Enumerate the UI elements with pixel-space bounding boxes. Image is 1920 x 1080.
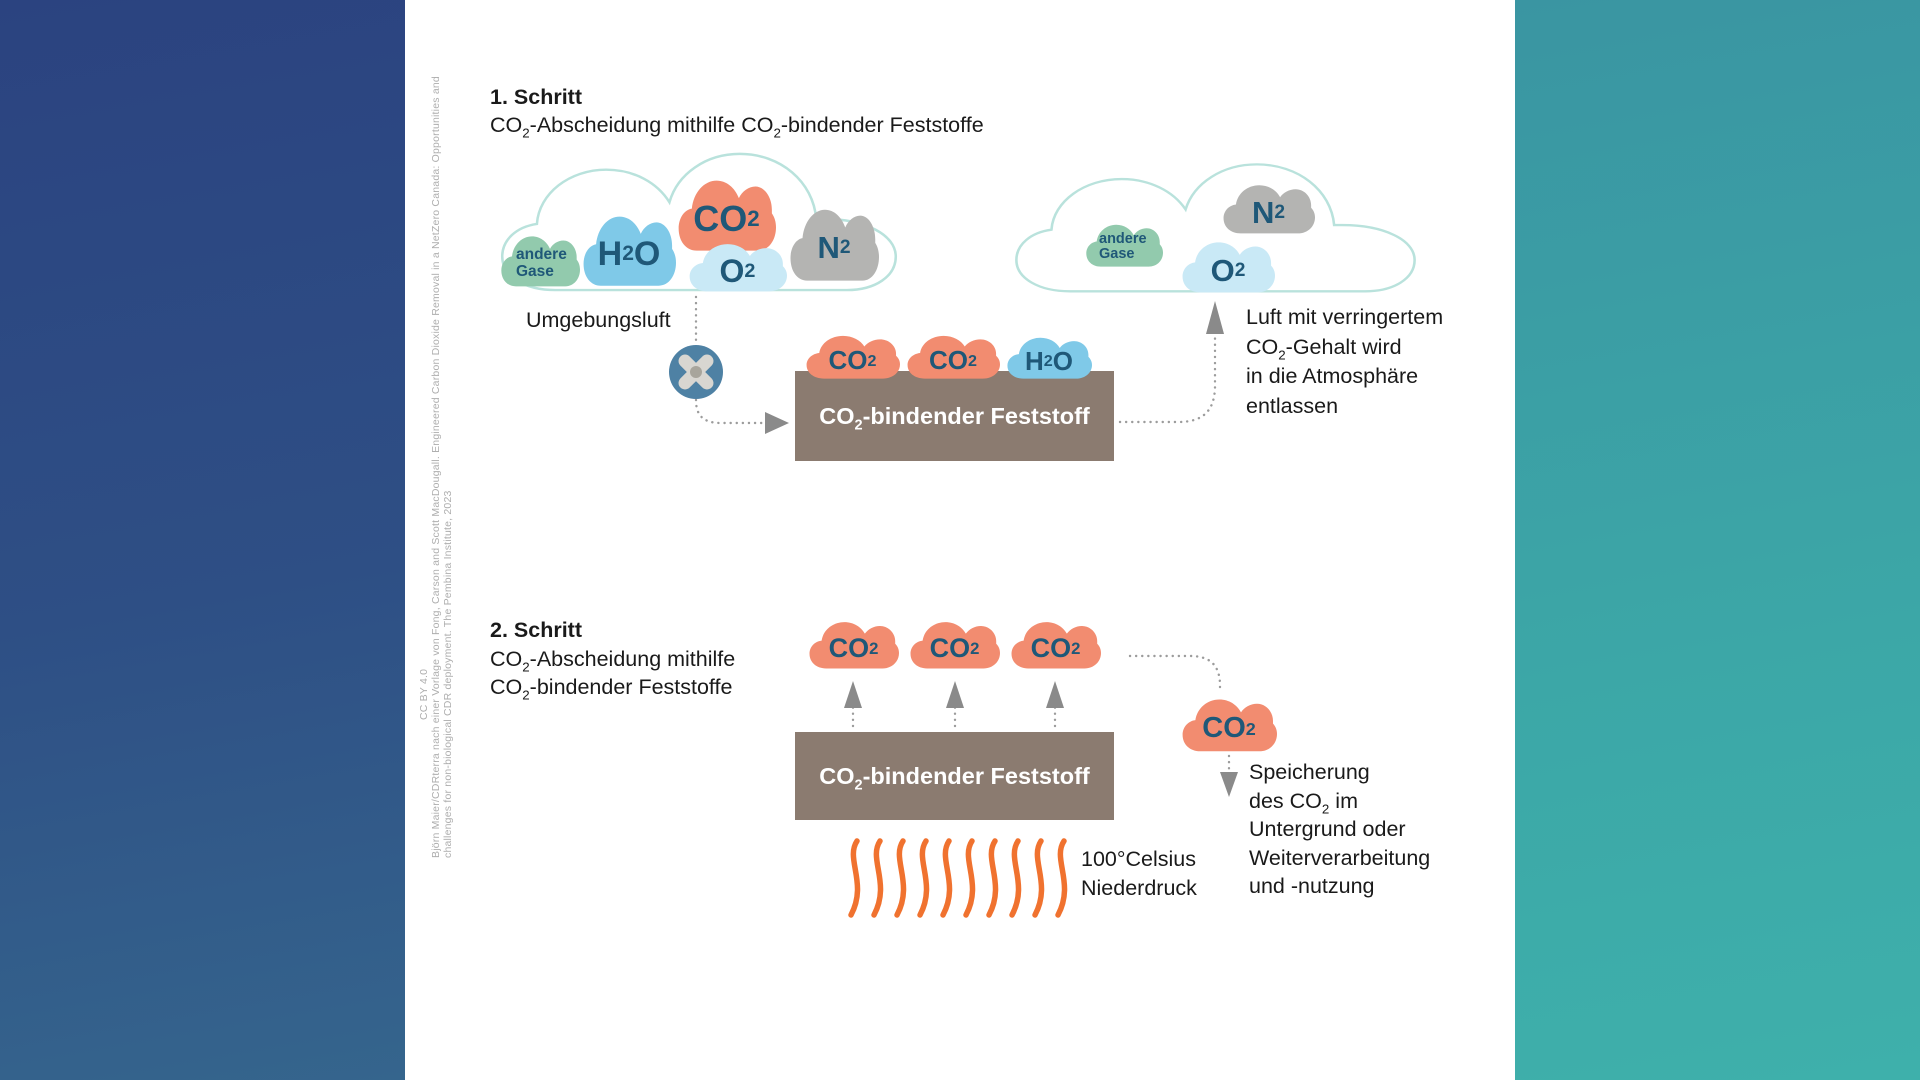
- heat-line: 100°Celsius: [1081, 847, 1196, 871]
- arrow-up-small-icon-2: [946, 681, 964, 708]
- gas-label: Gase: [516, 262, 554, 280]
- fan-icon: [669, 345, 723, 399]
- released-air-text: Luft mit verringertem CO2-Gehalt wird in…: [1246, 303, 1443, 421]
- background-right-gradient: [1515, 0, 1920, 1080]
- step2-subtitle-line1: CO2-Abscheidung mithilfe: [490, 647, 736, 675]
- gas-label: Gase: [1099, 246, 1135, 262]
- storage-line: und -nutzung: [1249, 874, 1375, 898]
- released-air-line: in die Atmosphäre: [1246, 364, 1419, 388]
- gas-label: andere: [516, 246, 567, 263]
- infographic-panel: CC BY 4.0 Björn Maier/CDRterra nach eine…: [405, 0, 1515, 1080]
- sorbent-box-label: CO2-bindender Feststoff: [819, 402, 1090, 434]
- heat-waves-icon: [845, 837, 1068, 919]
- released-air-line: Luft mit verringertem: [1246, 305, 1444, 329]
- dotted-line-fan-to-box: [694, 398, 765, 425]
- arrow-up-small-icon-3: [1046, 681, 1064, 708]
- storage-line: Untergrund oder: [1249, 817, 1406, 841]
- gas-cloud-other-gases-out: andere Gase: [1085, 222, 1163, 268]
- dotted-line-box-to-cloud: [1118, 334, 1217, 424]
- sorbent-box-step1: CO2-bindender Feststoff: [795, 371, 1114, 461]
- dotted-line-to-captured-co2: [1128, 654, 1222, 694]
- released-air-line: entlassen: [1246, 393, 1339, 418]
- storage-line: Speicherung: [1249, 760, 1370, 784]
- arrow-up-icon: [1206, 301, 1224, 334]
- storage-line: Weiterverarbeitung: [1249, 845, 1431, 870]
- background-left-gradient: [0, 0, 405, 1080]
- ambient-air-label: Umgebungsluft: [526, 308, 671, 332]
- connector-layer: [669, 295, 1238, 797]
- arrow-up-small-icon-1: [844, 681, 862, 708]
- gas-cloud-other-gases-in: andere Gase: [500, 233, 580, 288]
- gas-label: andere: [1099, 230, 1147, 247]
- heat-conditions-text: 100°Celsius Niederdruck: [1081, 845, 1197, 903]
- arrow-down-icon: [1220, 772, 1238, 797]
- arrow-right-icon: [765, 412, 789, 434]
- step2-heading: 2. Schritt: [490, 618, 582, 642]
- heat-line: Niederdruck: [1081, 876, 1197, 900]
- step1-heading: 1. Schritt: [490, 85, 582, 109]
- storage-line: des CO2 im: [1249, 788, 1358, 816]
- sorbent-box-label: CO2-bindender Feststoff: [819, 762, 1090, 794]
- step2-subtitle-line2: CO2-bindender Feststoffe: [490, 675, 733, 703]
- storage-text: Speicherung des CO2 im Untergrund oder W…: [1249, 758, 1430, 901]
- sorbent-box-step2: CO2-bindender Feststoff: [795, 732, 1114, 820]
- released-air-line: CO2-Gehalt wird: [1246, 334, 1402, 362]
- step1-subtitle: CO2-Abscheidung mithilfe CO2-bindender F…: [490, 113, 984, 141]
